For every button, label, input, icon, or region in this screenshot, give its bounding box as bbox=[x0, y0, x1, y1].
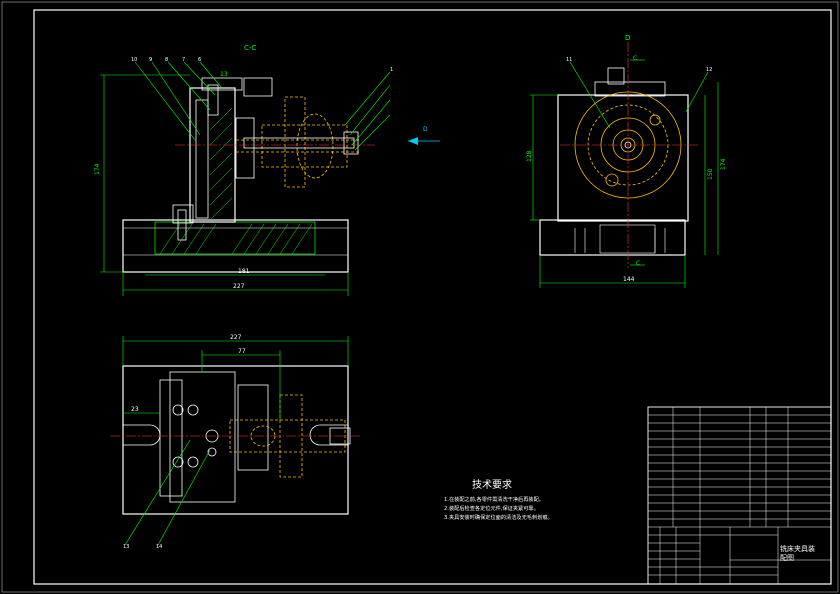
side-view: 128 150 174 144 D C C 11 12 bbox=[526, 34, 727, 288]
section-arrow-c-top: C bbox=[633, 55, 637, 62]
technical-note-2: 2.装配后检查各定位元件,保证夹紧可靠。 bbox=[444, 506, 539, 512]
dim-top-small: 23 bbox=[131, 406, 139, 413]
part-balloon-label: 13 bbox=[123, 544, 129, 550]
technical-notes-title: 技术要求 bbox=[472, 480, 512, 491]
front-column bbox=[189, 87, 236, 223]
part-balloon-label: 6 bbox=[198, 57, 201, 63]
part-balloon-label: 10 bbox=[131, 57, 137, 63]
view-d-label: D bbox=[423, 126, 428, 133]
part-balloon-label: 14 bbox=[156, 544, 162, 550]
drawing-subtitle: 配图 bbox=[780, 554, 794, 562]
dim-front-height: 174 bbox=[94, 163, 101, 175]
technical-note-1: 1.在装配之前,各零件需清洗干净后再装配。 bbox=[444, 497, 544, 503]
part-balloon-label: 11 bbox=[566, 57, 572, 63]
dim-front-inner: 181 bbox=[238, 268, 250, 275]
view-d-direction-label: D bbox=[625, 34, 630, 42]
dim-side-height-right2: 174 bbox=[720, 158, 727, 170]
dim-front-total: 227 bbox=[233, 283, 245, 290]
dim-side-width: 144 bbox=[623, 276, 635, 283]
section-label-cc: C-C bbox=[244, 44, 256, 52]
top-view: 227 77 23 13 14 bbox=[110, 334, 360, 550]
dim-top-inner: 77 bbox=[238, 348, 246, 355]
dim-side-height-right1: 150 bbox=[707, 168, 714, 180]
title-block-name: 铣床夹具装 配图 bbox=[780, 545, 815, 563]
drawing-border-inner bbox=[33, 9, 832, 585]
part-balloon-label: 12 bbox=[706, 67, 712, 73]
part-balloon-label: 8 bbox=[165, 57, 168, 63]
part-balloon-label: 7 bbox=[182, 57, 185, 63]
parts-list bbox=[647, 406, 832, 585]
drawing-title: 铣床夹具装 bbox=[780, 545, 815, 553]
part-balloon-label: 9 bbox=[149, 57, 152, 63]
dim-top-total: 227 bbox=[230, 334, 242, 341]
technical-note-3: 3.夹具安装时确保定位面的清洁及无毛刺划痕。 bbox=[444, 515, 553, 521]
part-balloon-label: 1 bbox=[390, 67, 393, 73]
front-view: 174 181 227 13 C-C 10 9 8 7 6 1 D bbox=[94, 44, 440, 296]
dim-side-height-left: 128 bbox=[526, 150, 533, 162]
section-arrow-c-bottom: C bbox=[636, 260, 640, 267]
dim-small: 13 bbox=[220, 71, 228, 78]
